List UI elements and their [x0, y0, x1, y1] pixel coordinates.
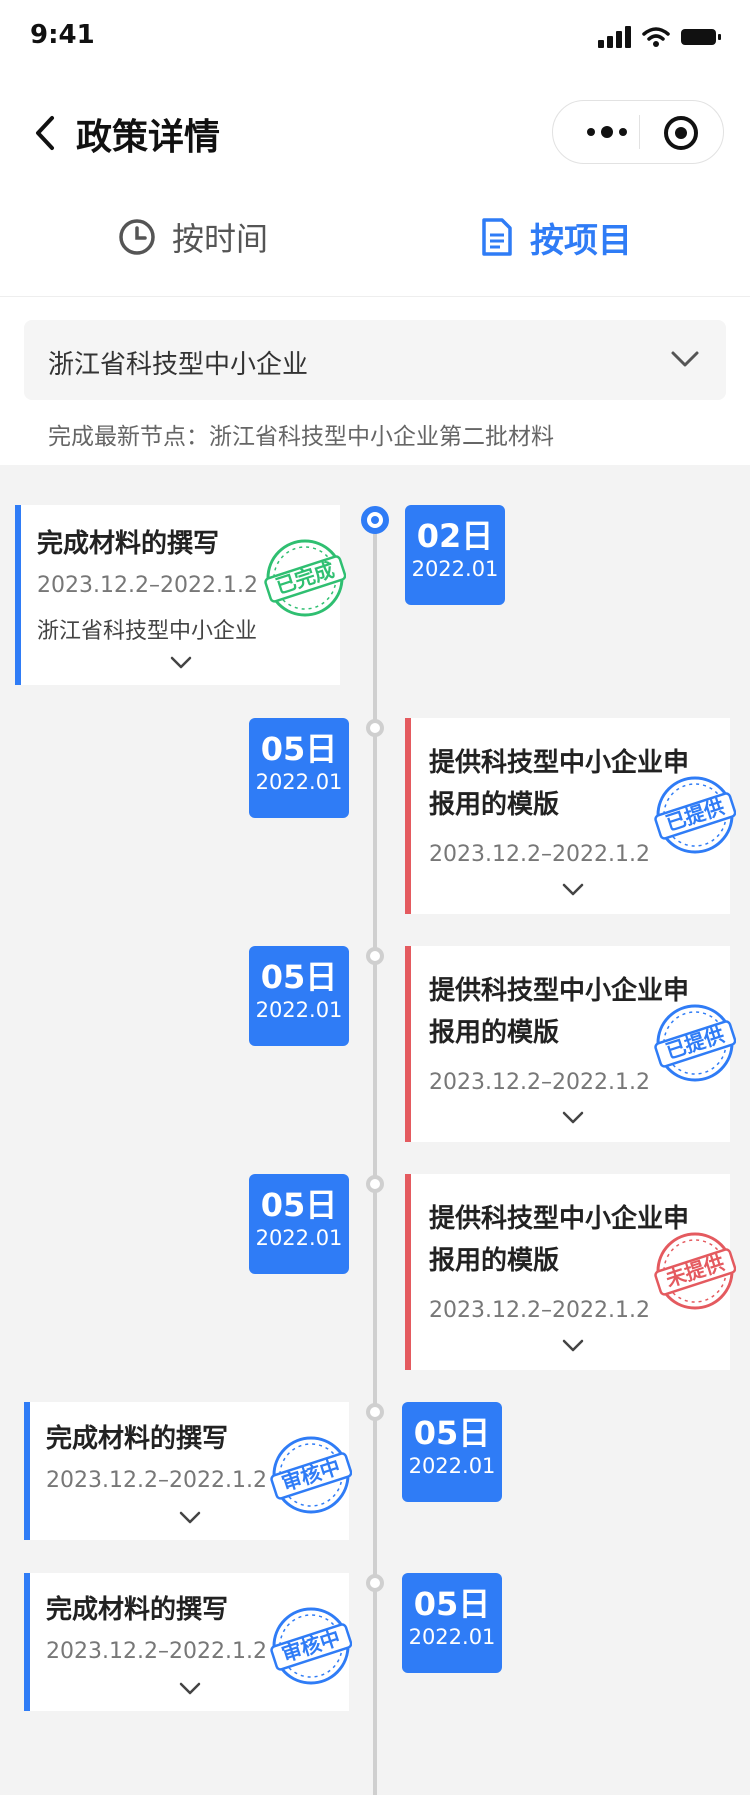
stamp-provided-icon: 已提供: [654, 1004, 736, 1082]
card-title-line2: 报用的模版: [429, 790, 560, 820]
card-title: 完成材料的撰写: [46, 1595, 229, 1625]
timeline-card[interactable]: 提供科技型中小企业申 报用的模版 2023.12.2–2022.1.2 已提供: [405, 946, 736, 1142]
mini-program-capsule: [552, 100, 724, 164]
card-title: 完成材料的撰写: [37, 529, 220, 559]
chevron-down-icon[interactable]: [178, 1681, 202, 1697]
date-month: 2022.01: [255, 770, 343, 794]
date-month: 2022.01: [255, 1226, 343, 1250]
card-title-line2: 报用的模版: [429, 1018, 560, 1048]
chevron-down-icon: [671, 351, 699, 367]
chevron-left-icon: [36, 116, 54, 150]
wifi-icon: [642, 27, 670, 47]
battery-icon: [681, 29, 721, 45]
card-date-range: 2023.12.2–2022.1.2: [429, 842, 650, 867]
date-badge: 05日 2022.01: [402, 1402, 502, 1502]
date-day: 05日: [260, 958, 338, 996]
tab-by-project-label: 按项目: [530, 220, 632, 261]
date-day: 05日: [413, 1585, 491, 1623]
card-date-range: 2023.12.2–2022.1.2: [429, 1298, 650, 1323]
date-day: 05日: [260, 1186, 338, 1224]
chevron-down-icon[interactable]: [561, 1338, 585, 1354]
signal-icon: [598, 26, 631, 48]
tab-by-project[interactable]: 按项目: [480, 215, 632, 261]
date-badge: 02日 2022.01: [405, 505, 505, 605]
card-date-range: 2023.12.2–2022.1.2: [46, 1639, 267, 1664]
date-day: 05日: [413, 1414, 491, 1452]
card-date-range: 2023.12.2–2022.1.2: [37, 573, 258, 598]
date-month: 2022.01: [408, 1454, 496, 1478]
timeline-card[interactable]: 提供科技型中小企业申 报用的模版 2023.12.2–2022.1.2 未提供: [405, 1174, 736, 1370]
document-icon: [482, 218, 512, 256]
date-badge: 05日 2022.01: [249, 946, 349, 1046]
status-icons: [598, 24, 722, 50]
card-date-range: 2023.12.2–2022.1.2: [46, 1468, 267, 1493]
chevron-down-icon[interactable]: [561, 882, 585, 898]
card-organization: 浙江省科技型中小企业: [37, 619, 258, 644]
tab-by-time-label: 按时间: [172, 220, 269, 258]
chevron-down-icon[interactable]: [561, 1110, 585, 1126]
chevron-down-icon[interactable]: [169, 655, 193, 671]
date-badge: 05日 2022.01: [249, 718, 349, 818]
card-title-line1: 提供科技型中小企业申: [429, 748, 690, 778]
clock-icon: [119, 219, 155, 255]
date-month: 2022.01: [255, 998, 343, 1022]
timeline-dot: [366, 1403, 384, 1421]
more-button[interactable]: [577, 115, 637, 149]
tabs-divider: [0, 296, 750, 297]
close-program-button[interactable]: [661, 113, 701, 153]
timeline-line: [373, 518, 377, 1795]
timeline-dot: [366, 947, 384, 965]
timeline-dot: [366, 1574, 384, 1592]
stamp-not-provided-icon: 未提供: [654, 1232, 736, 1310]
stamp-completed-icon: 已完成: [264, 539, 346, 617]
page-title: 政策详情: [76, 117, 221, 158]
stamp-provided-icon: 已提供: [654, 776, 736, 854]
timeline-card[interactable]: 提供科技型中小企业申 报用的模版 2023.12.2–2022.1.2 已提供: [405, 718, 736, 914]
card-date-range: 2023.12.2–2022.1.2: [429, 1070, 650, 1095]
card-title: 完成材料的撰写: [46, 1424, 229, 1454]
timeline-card[interactable]: 完成材料的撰写 2023.12.2–2022.1.2 审核中: [24, 1402, 352, 1540]
chevron-down-icon[interactable]: [178, 1510, 202, 1526]
date-day: 02日: [416, 517, 494, 555]
timeline-card[interactable]: 完成材料的撰写 2023.12.2–2022.1.2 浙江省科技型中小企业 已完…: [15, 505, 346, 685]
card-title-line1: 提供科技型中小企业申: [429, 1204, 690, 1234]
date-month: 2022.01: [411, 557, 499, 581]
back-button[interactable]: [28, 110, 68, 156]
stamp-reviewing-icon: 审核中: [270, 1607, 352, 1685]
capsule-divider: [639, 115, 640, 149]
more-dots-icon: [587, 126, 627, 138]
timeline-card[interactable]: 完成材料的撰写 2023.12.2–2022.1.2 审核中: [24, 1573, 352, 1711]
card-title-line1: 提供科技型中小企业申: [429, 976, 690, 1006]
target-icon: [664, 116, 698, 150]
date-badge: 05日 2022.01: [249, 1174, 349, 1274]
tab-by-time[interactable]: 按时间: [118, 215, 268, 259]
date-month: 2022.01: [408, 1625, 496, 1649]
date-day: 05日: [260, 730, 338, 768]
card-title-line2: 报用的模版: [429, 1246, 560, 1276]
timeline-dot-active: [361, 506, 389, 534]
status-time: 9:41: [30, 20, 95, 50]
stamp-reviewing-icon: 审核中: [270, 1436, 352, 1514]
date-badge: 05日 2022.01: [402, 1573, 502, 1673]
project-select[interactable]: 浙江省科技型中小企业: [24, 320, 726, 400]
timeline-dot: [366, 1175, 384, 1193]
timeline-dot: [366, 719, 384, 737]
latest-node-text: 完成最新节点：浙江省科技型中小企业第二批材料: [48, 424, 554, 450]
project-select-value: 浙江省科技型中小企业: [48, 350, 309, 380]
